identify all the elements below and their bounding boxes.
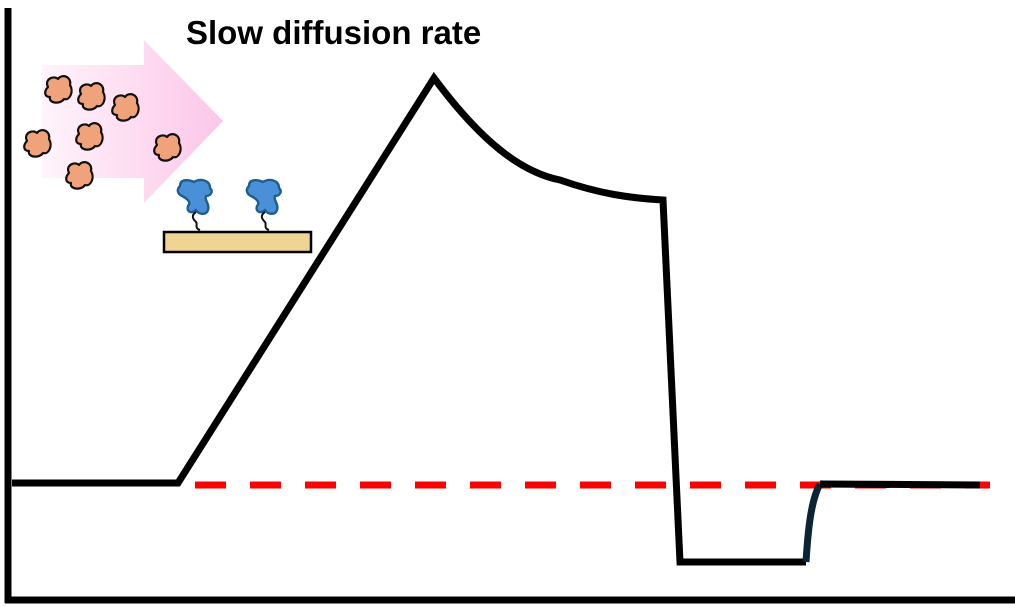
- ligand-molecules: [176, 178, 282, 232]
- recovery-trace: [802, 482, 824, 563]
- sensor-surface: [162, 230, 313, 254]
- final-baseline-trace: [819, 480, 981, 489]
- response-trace: [12, 71, 806, 566]
- diagram-title: Slow diffusion rate: [186, 14, 482, 51]
